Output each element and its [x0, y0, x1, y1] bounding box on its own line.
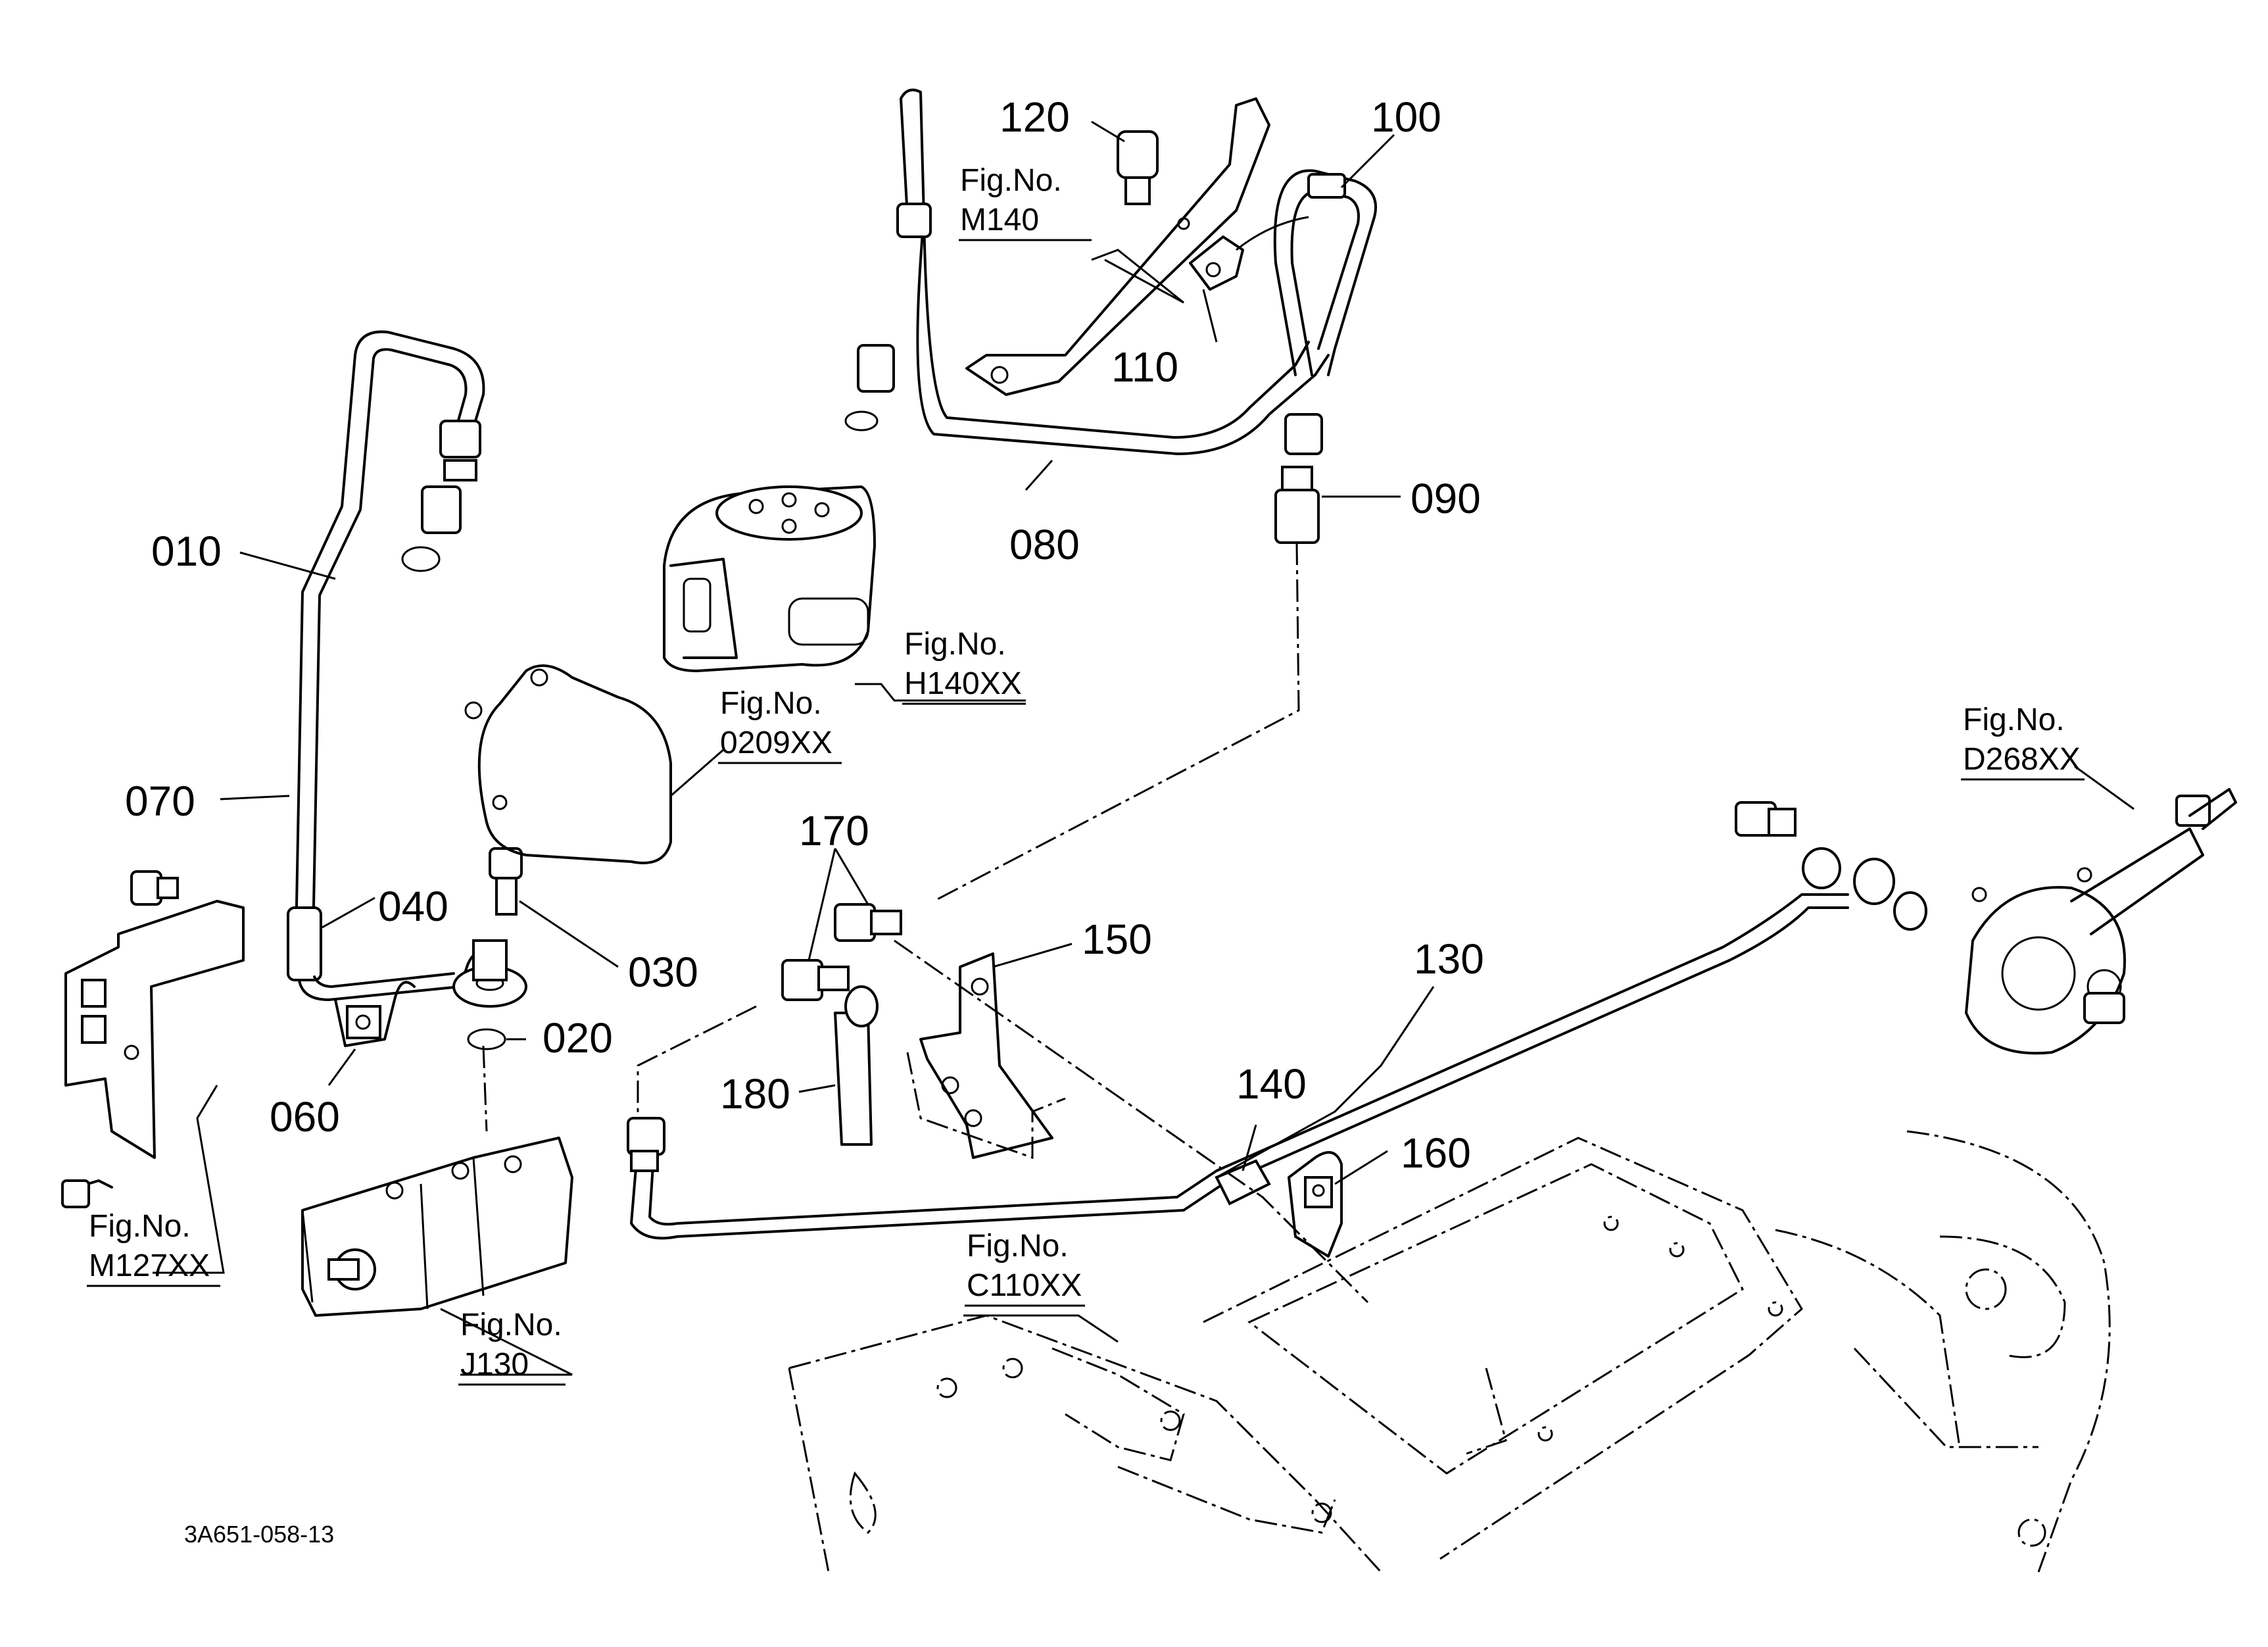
fig-ref-m127xx[interactable]: Fig.No. M127XX [87, 1209, 220, 1287]
bracket-m140 [965, 97, 1270, 396]
steering-unit [663, 485, 876, 672]
fig-ref-d268xx-label: Fig.No. [1963, 702, 2065, 737]
clamp-160[interactable] [1288, 1151, 1343, 1258]
part-label-100[interactable]: 100 [1371, 93, 1441, 141]
bracket-m127xx [61, 900, 245, 1208]
part-label-150[interactable]: 150 [1082, 916, 1152, 963]
flange [452, 939, 527, 1008]
part-label-180[interactable]: 180 [720, 1070, 790, 1118]
bolt-170-a[interactable] [834, 903, 902, 942]
o-ring-020[interactable] [467, 1028, 506, 1050]
fig-ref-j130-label: Fig.No. [460, 1308, 562, 1342]
fig-ref-m127xx-label: Fig.No. [89, 1209, 191, 1244]
part-label-030[interactable]: 030 [628, 948, 698, 996]
figure-references: Fig.No. M140 Fig.No. H140XX Fig.No. 0209… [87, 163, 2085, 1386]
part-label-110[interactable]: 110 [1111, 343, 1178, 391]
bolt-120[interactable] [1117, 130, 1159, 205]
pipe-100[interactable] [1273, 169, 1377, 376]
part-label-020[interactable]: 020 [543, 1014, 613, 1062]
fig-ref-0209xx[interactable]: Fig.No. 0209XX [718, 686, 842, 764]
phantom-lines-bracket [637, 939, 1369, 1304]
pipe-130-end-fitting [1735, 801, 1927, 931]
rear-transmission-case [788, 1130, 2111, 1573]
pipe-010[interactable] [295, 330, 485, 942]
drawing-code: 3A651-058-13 [184, 1521, 334, 1548]
part-label-070[interactable]: 070 [125, 777, 195, 825]
sleeve-040[interactable] [287, 906, 322, 981]
fig-ref-0209xx-code: 0209XX [720, 725, 832, 760]
part-label-040[interactable]: 040 [378, 883, 448, 930]
plate-180[interactable] [834, 985, 879, 1146]
bolt-170-b[interactable] [781, 959, 850, 1001]
fig-ref-j130-code: J130 [460, 1347, 529, 1382]
clamp-060[interactable] [334, 981, 416, 1047]
fig-ref-m140-label: Fig.No. [960, 163, 1062, 198]
part-label-090[interactable]: 090 [1411, 475, 1481, 522]
pipe-130[interactable] [627, 893, 1849, 1240]
fitting-010-top [401, 485, 462, 572]
pipe-080[interactable] [844, 88, 1330, 455]
part-label-160[interactable]: 160 [1401, 1129, 1471, 1177]
fig-ref-m140-code: M140 [960, 203, 1039, 237]
clip-110[interactable] [1189, 216, 1309, 291]
fig-ref-m140[interactable]: Fig.No. M140 [959, 163, 1092, 241]
part-label-140[interactable]: 140 [1236, 1060, 1307, 1108]
fig-ref-h140xx-code: H140XX [904, 666, 1022, 701]
part-label-060[interactable]: 060 [270, 1093, 340, 1141]
fig-ref-j130[interactable]: Fig.No. J130 [458, 1308, 566, 1386]
fig-ref-c110xx-code: C110XX [967, 1268, 1082, 1303]
part-label-010[interactable]: 010 [151, 528, 222, 575]
part-label-170[interactable]: 170 [799, 807, 869, 854]
transmission-case-cover [464, 664, 672, 864]
fig-ref-m127xx-code: M127XX [89, 1248, 210, 1283]
part-label-130[interactable]: 130 [1414, 935, 1484, 983]
part-label-080[interactable]: 080 [1009, 521, 1080, 568]
fig-ref-c110xx[interactable]: Fig.No. C110XX [965, 1229, 1085, 1307]
bolt-070[interactable] [130, 870, 179, 906]
power-steering-cylinder [1965, 788, 2237, 1055]
fig-ref-d268xx[interactable]: Fig.No. D268XX [1961, 702, 2085, 781]
fig-ref-h140xx-label: Fig.No. [904, 627, 1006, 662]
adapter-090[interactable] [933, 413, 1323, 902]
fig-ref-d268xx-code: D268XX [1963, 742, 2081, 777]
part-labels: 010 020 030 040 060 070 080 090 100 110 … [125, 93, 1484, 1177]
part-label-120[interactable]: 120 [1000, 93, 1070, 141]
fig-ref-h140xx[interactable]: Fig.No. H140XX [902, 627, 1026, 705]
fig-ref-c110xx-label: Fig.No. [967, 1229, 1069, 1264]
leader-lines [153, 120, 2135, 1376]
bracket-150[interactable] [919, 952, 1053, 1159]
bolt-030[interactable] [489, 847, 523, 916]
hydraulic-pump [301, 1045, 573, 1317]
fig-ref-0209xx-label: Fig.No. [720, 686, 822, 721]
